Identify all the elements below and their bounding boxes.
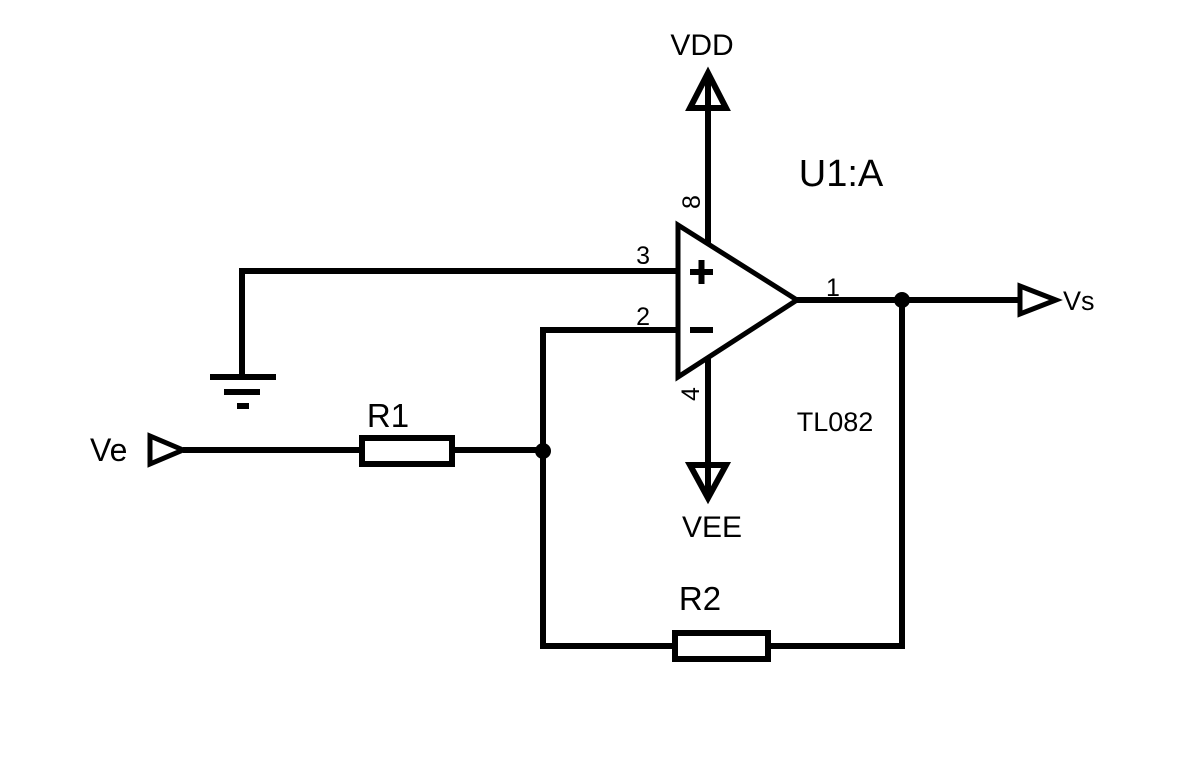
ground-symbol[interactable] (210, 374, 276, 409)
vee-power-symbol[interactable] (684, 356, 732, 505)
wire-feedback-right[interactable] (768, 300, 905, 649)
junction-dot-inverting-node (535, 443, 551, 459)
wire-feedback-left[interactable] (540, 327, 678, 649)
resistor-r1-body[interactable] (359, 435, 455, 467)
resistor-r2[interactable] (672, 630, 771, 662)
output-terminal-vs[interactable] (1017, 282, 1063, 318)
wire-noninverting-to-ground[interactable] (239, 268, 678, 377)
junction-dot-output-node (894, 292, 910, 308)
plus-symbol (690, 260, 713, 284)
resistor-r2-label: R2 (679, 580, 721, 617)
opamp-designator-label: U1:A (799, 153, 884, 195)
opamp-u1a[interactable] (675, 220, 802, 382)
resistor-r1[interactable] (359, 435, 455, 467)
input-terminal-label: Ve (90, 432, 127, 468)
resistor-r1-label: R1 (367, 397, 409, 434)
input-terminal-ve[interactable] (147, 432, 190, 468)
input-terminal-arrow-icon (147, 432, 190, 468)
vdd-label: VDD (670, 29, 733, 62)
opamp-part-number-label: TL082 (797, 407, 874, 437)
vee-label: VEE (682, 511, 742, 544)
pin2-label: 2 (636, 303, 650, 331)
pin3-label: 3 (636, 242, 650, 270)
pin4-label: 4 (677, 387, 705, 401)
output-terminal-label: Vs (1063, 286, 1095, 316)
pin1-label: 1 (826, 274, 840, 302)
pin8-label: 8 (678, 195, 706, 209)
resistor-r2-body[interactable] (672, 630, 771, 662)
vdd-power-symbol[interactable] (685, 66, 731, 244)
output-terminal-arrow-icon (1017, 282, 1063, 318)
opamp-triangle[interactable] (675, 220, 802, 382)
